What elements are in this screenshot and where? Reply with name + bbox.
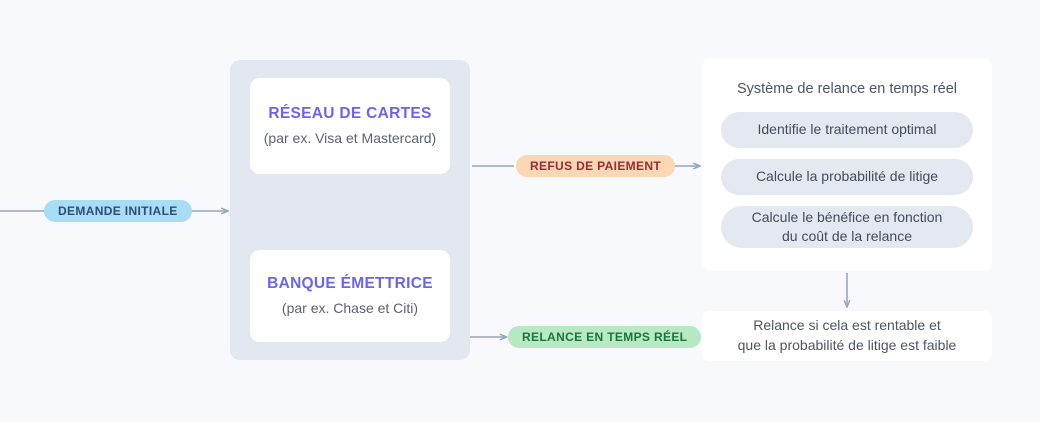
issuing-bank-title: BANQUE ÉMETTRICE: [267, 275, 433, 293]
retry-step-3-label: Calcule le bénéfice en fonction du coût …: [751, 208, 943, 244]
retry-system-panel: Système de relance en temps réel Identif…: [702, 58, 992, 271]
retry-step-1[interactable]: Identifie le traitement optimal: [721, 111, 973, 148]
outcome-line-2: que la probabilité de litige est faible: [737, 337, 957, 353]
issuing-bank-subtitle: (par ex. Chase et Citi): [281, 299, 419, 316]
flow-label-initial-request: DEMANDE INITIALE: [44, 200, 192, 222]
issuing-bank-box[interactable]: BANQUE ÉMETTRICE (par ex. Chase et Citi): [250, 250, 450, 342]
retry-step-2-label: Calcule la probabilité de litige: [755, 168, 939, 185]
card-network-title: RÉSEAU DE CARTES: [268, 105, 432, 123]
retry-step-3[interactable]: Calcule le bénéfice en fonction du coût …: [721, 205, 973, 248]
retry-system-title: Système de relance en temps réel: [736, 81, 958, 97]
retry-step-1-label: Identifie le traitement optimal: [757, 121, 937, 138]
card-network-box[interactable]: RÉSEAU DE CARTES (par ex. Visa et Master…: [250, 78, 450, 174]
outcome-box[interactable]: Relance si cela est rentable et que la p…: [702, 311, 992, 361]
outcome-text: Relance si cela est rentable et que la p…: [738, 316, 957, 355]
flow-label-realtime-retry: RELANCE EN TEMPS RÉEL: [508, 326, 702, 348]
outcome-line-1: Relance si cela est rentable et: [753, 317, 941, 334]
retry-step-2[interactable]: Calcule la probabilité de litige: [721, 158, 973, 195]
card-network-subtitle: (par ex. Visa et Mastercard): [263, 129, 437, 146]
flow-label-payment-refusal: REFUS DE PAIEMENT: [516, 155, 676, 177]
